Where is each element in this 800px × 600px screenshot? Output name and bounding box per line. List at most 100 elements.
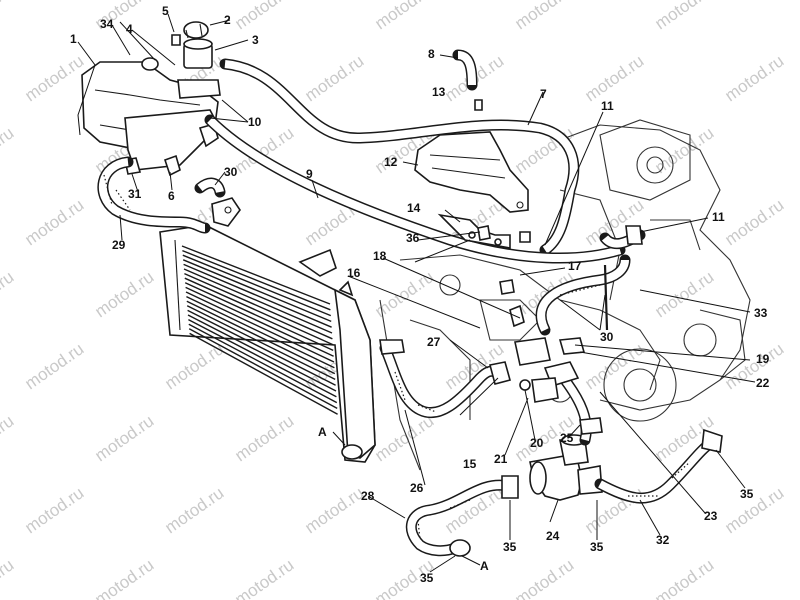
radiator-fin [184, 272, 333, 340]
hose-11-clamp [625, 225, 643, 245]
hose-28 [405, 479, 514, 557]
watermark-text: motod.ru [651, 555, 717, 600]
hose-23 [559, 374, 592, 446]
callout-30-right: 30 [600, 330, 614, 344]
watermark-text: motod.ru [21, 339, 87, 393]
watermark-text: motod.ru [511, 555, 577, 600]
callout-26: 26 [410, 481, 424, 495]
callout-labels: 1 2 3 4 5 6 7 8 9 10 11 11 12 13 14 15 1… [70, 4, 770, 585]
expansion-tank [81, 21, 221, 177]
heat-shield [414, 131, 529, 213]
watermark-text: motod.ru [91, 411, 157, 465]
watermark-text: motod.ru [161, 339, 227, 393]
watermark-text: motod.ru [371, 0, 437, 33]
radiator-fin [181, 245, 331, 305]
callout-9: 9 [306, 167, 313, 181]
radiator-fin [187, 314, 337, 392]
watermark-text: motod.ru [301, 51, 367, 105]
radiator-fin [182, 259, 332, 323]
bracket-14 [437, 213, 511, 249]
clamp-35-right [701, 428, 723, 453]
watermark-text: motod.ru [581, 339, 647, 393]
callout-20: 20 [530, 436, 544, 450]
watermark-text: motod.ru [91, 555, 157, 600]
radiator-fin [186, 295, 335, 369]
callout-16: 16 [347, 266, 361, 280]
radiator-fin [186, 305, 336, 381]
watermark-text: motod.ru [0, 267, 17, 321]
callout-23: 23 [704, 509, 718, 523]
callout-3: 3 [252, 33, 259, 47]
callout-6: 6 [168, 189, 175, 203]
clamp-27 [489, 361, 511, 385]
callout-8: 8 [428, 47, 435, 61]
watermark-text: motod.ru [21, 483, 87, 537]
callout-14: 14 [407, 201, 421, 215]
callout-36: 36 [406, 231, 420, 245]
hose-7 [219, 58, 580, 256]
watermark-text: motod.ru [231, 411, 297, 465]
callout-5: 5 [162, 4, 169, 18]
watermark-text: motod.ru [0, 123, 17, 177]
bolt-36 [477, 225, 531, 243]
radiator-fin [184, 282, 334, 352]
clamp-35-bottom [449, 539, 471, 557]
leader-lines [77, 13, 756, 573]
radiator-fin [187, 309, 336, 386]
callout-15: 15 [463, 457, 477, 471]
radiator-fin [183, 268, 333, 334]
radiator-fin [184, 277, 334, 346]
watermark-text: motod.ru [721, 339, 787, 393]
radiator-fin [182, 254, 332, 317]
callout-11-top: 11 [601, 99, 614, 113]
hose-33 [535, 254, 631, 336]
callout-10: 10 [248, 115, 262, 129]
callout-24: 24 [546, 529, 560, 543]
breather-hose-8 [452, 49, 478, 91]
callout-29: 29 [112, 238, 126, 252]
callout-11-right: 11 [712, 210, 725, 224]
radiator-fin [185, 286, 334, 357]
callout-34: 34 [100, 17, 114, 31]
watermark-text: motod.ru [651, 0, 717, 33]
callout-27: 27 [427, 335, 441, 349]
callout-33: 33 [754, 306, 768, 320]
hose-32 [594, 436, 718, 504]
clamp-35-left [501, 475, 519, 499]
callout-1: 1 [70, 32, 77, 46]
callout-28: 28 [361, 489, 375, 503]
hose-30-top [194, 177, 226, 198]
radiator-fin [189, 332, 338, 415]
radiator-fin [185, 291, 335, 363]
callout-35-t-right: 35 [590, 540, 604, 554]
watermark-text: motod.ru [0, 411, 17, 465]
radiator-fins [181, 245, 338, 415]
watermark-text: motod.ru [231, 0, 297, 33]
callout-30-top: 30 [224, 165, 238, 179]
watermark-text: motod.ru [0, 0, 17, 33]
callout-a-radiator: A [318, 425, 327, 439]
radiator-fin [188, 318, 337, 398]
watermark-text: motod.ru [0, 555, 17, 600]
watermark-text: motod.ru [721, 51, 787, 105]
watermark-text: motod.ru [721, 195, 787, 249]
watermark-text: motod.ru [301, 483, 367, 537]
engine-block [379, 119, 751, 471]
callout-31: 31 [128, 187, 142, 201]
watermark-text: motod.ru [721, 483, 787, 537]
callout-21: 21 [494, 452, 508, 466]
watermark-text: motod.ru [371, 267, 437, 321]
watermark-text: motod.ru [21, 51, 87, 105]
hose-26 [379, 342, 501, 419]
radiator [159, 197, 376, 463]
callout-7: 7 [540, 87, 547, 101]
watermark-text: motod.ru [371, 411, 437, 465]
bleed-screw-13 [474, 99, 483, 111]
callout-25: 25 [560, 431, 574, 445]
callout-32: 32 [656, 533, 670, 547]
hose-30-right [603, 264, 609, 331]
watermark-text: motod.ru [21, 195, 87, 249]
callout-a-bottom: A [480, 559, 489, 573]
watermark-text: motod.ru [511, 0, 577, 33]
